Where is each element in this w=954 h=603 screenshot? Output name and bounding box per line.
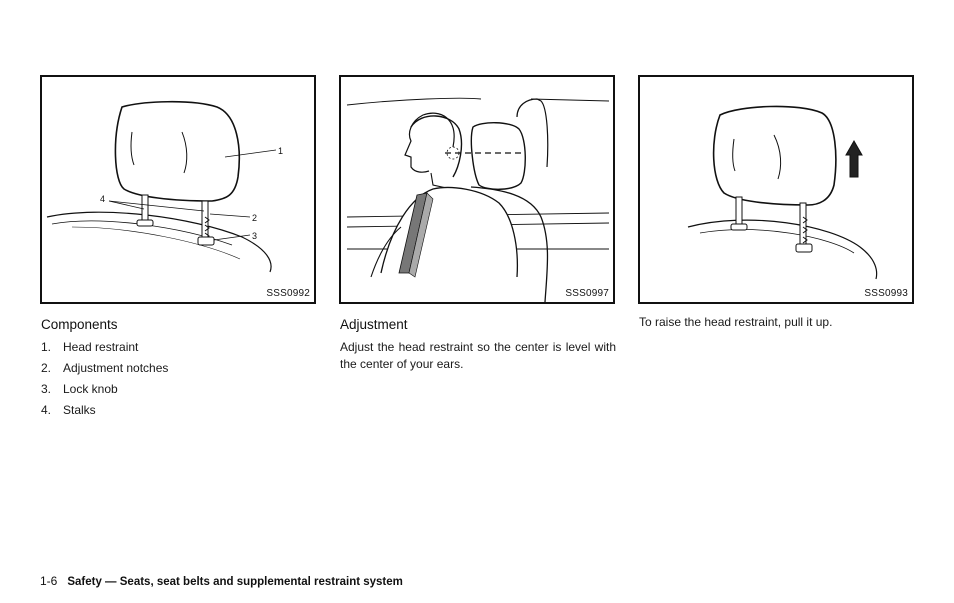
- callout-4: 4: [100, 194, 106, 204]
- figure-components: 1 2 3 4 SSS0992: [40, 75, 316, 304]
- list-item: 3.Lock knob: [41, 382, 118, 396]
- list-item: 2.Adjustment notches: [41, 361, 169, 375]
- head-restraint-raise-illustration: [687, 105, 878, 280]
- components-list: 1.Head restraint 2.Adjustment notches 3.…: [41, 340, 168, 424]
- callout-3: 3: [252, 231, 258, 241]
- list-item: 4.Stalks: [41, 403, 96, 417]
- head-restraint-components-illustration: [46, 100, 277, 273]
- components-heading: Components: [41, 317, 118, 332]
- figure-adjustment: SSS0997: [339, 75, 615, 304]
- list-item: 1.Head restraint: [41, 340, 139, 354]
- figure-code: SSS0997: [565, 288, 609, 299]
- adjustment-heading: Adjustment: [340, 317, 408, 332]
- page-number: 1-6: [40, 574, 58, 588]
- callout-1: 1: [278, 146, 284, 156]
- figure-code: SSS0992: [266, 288, 310, 299]
- head-restraint-adjustment-illustration: [346, 97, 610, 302]
- adjustment-text: Adjust the head restraint so the center …: [340, 340, 616, 371]
- callout-2: 2: [252, 213, 258, 223]
- section-title: Safety — Seats, seat belts and supplemen…: [67, 576, 403, 588]
- raise-text: To raise the head restraint, pull it up.: [639, 315, 833, 329]
- page-footer: 1-6 Safety — Seats, seat belts and supple…: [40, 574, 403, 588]
- figure-raise: SSS0993: [638, 75, 914, 304]
- figure-code: SSS0993: [864, 288, 908, 299]
